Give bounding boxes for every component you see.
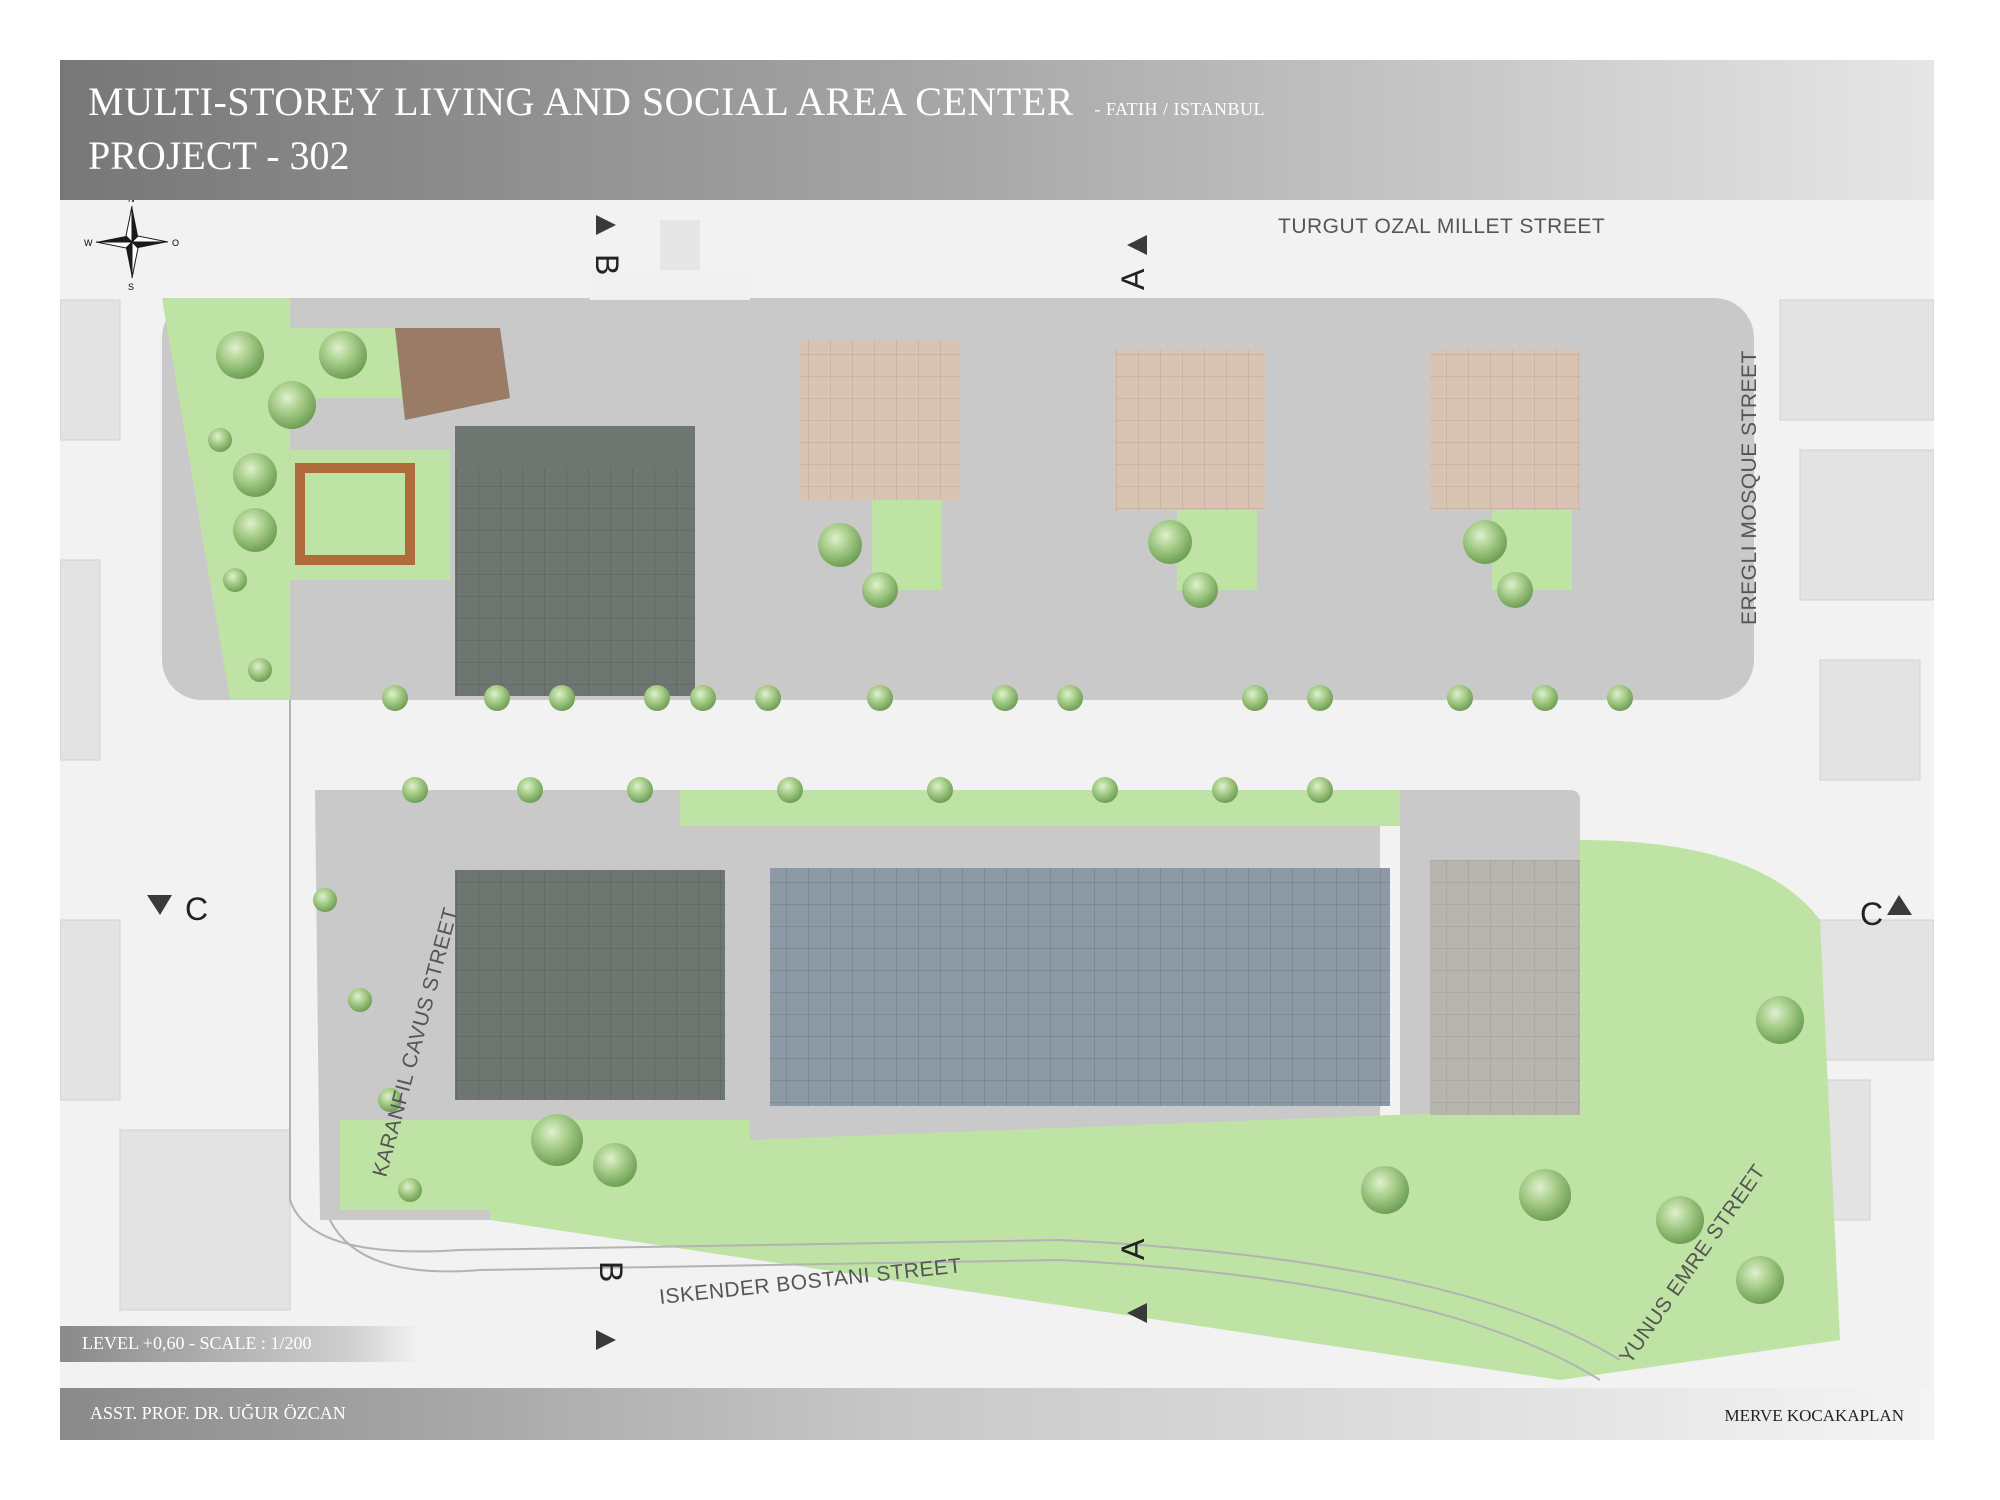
level-band: LEVEL +0,60 - SCALE : 1/200 bbox=[60, 1326, 420, 1362]
title-band: MULTI-STOREY LIVING AND SOCIAL AREA CENT… bbox=[60, 60, 1934, 200]
level-scale-label: LEVEL +0,60 - SCALE : 1/200 bbox=[82, 1333, 312, 1353]
footer-band: ASST. PROF. DR. UĞUR ÖZCAN MERVE KOCAKAP… bbox=[60, 1388, 1934, 1440]
north-buildings bbox=[395, 328, 1580, 696]
section-c-left-arrow bbox=[147, 895, 172, 915]
compass-rose: N S O W bbox=[84, 200, 179, 292]
street-trees bbox=[208, 428, 1633, 1202]
neighbour-buildings bbox=[60, 299, 1934, 1321]
project-location: - FATIH / ISTANBUL bbox=[1094, 99, 1266, 119]
section-b-top-arrow bbox=[596, 215, 616, 235]
south-buildings bbox=[455, 860, 1580, 1115]
roads bbox=[289, 700, 1621, 1381]
section-a-top-label: A bbox=[1115, 268, 1151, 290]
compass-w: W bbox=[84, 238, 93, 248]
compass-s: S bbox=[128, 282, 134, 292]
section-b-top-label: B bbox=[589, 254, 625, 275]
site-plan: B A C C A B TURGUT OZAL MILLET STREET ER… bbox=[60, 200, 1934, 1381]
section-markers bbox=[147, 215, 1912, 1350]
advisor-name: ASST. PROF. DR. UĞUR ÖZCAN bbox=[90, 1403, 346, 1423]
street-label-east: EREGLI MOSQUE STREET bbox=[1738, 350, 1761, 625]
project-title: MULTI-STOREY LIVING AND SOCIAL AREA CENT… bbox=[88, 78, 1265, 125]
section-b-bottom-arrow bbox=[596, 1330, 616, 1350]
section-c-right-label: C bbox=[1860, 896, 1883, 932]
trees bbox=[216, 331, 1804, 1304]
section-c-left-label: C bbox=[185, 891, 208, 927]
section-a-bottom-label: A bbox=[1115, 1238, 1151, 1260]
section-b-bottom-label: B bbox=[593, 1261, 629, 1282]
section-a-bottom-arrow bbox=[1127, 1303, 1147, 1323]
compass-n: N bbox=[128, 200, 135, 204]
project-number: PROJECT - 302 bbox=[88, 133, 350, 178]
section-c-right-arrow bbox=[1887, 895, 1912, 915]
author-name: MERVE KOCAKAPLAN bbox=[1724, 1406, 1904, 1425]
project-title-text: MULTI-STOREY LIVING AND SOCIAL AREA CENT… bbox=[88, 79, 1074, 124]
compass-e: O bbox=[172, 238, 179, 248]
street-label-north: TURGUT OZAL MILLET STREET bbox=[1278, 215, 1605, 238]
section-a-top-arrow bbox=[1127, 235, 1147, 255]
